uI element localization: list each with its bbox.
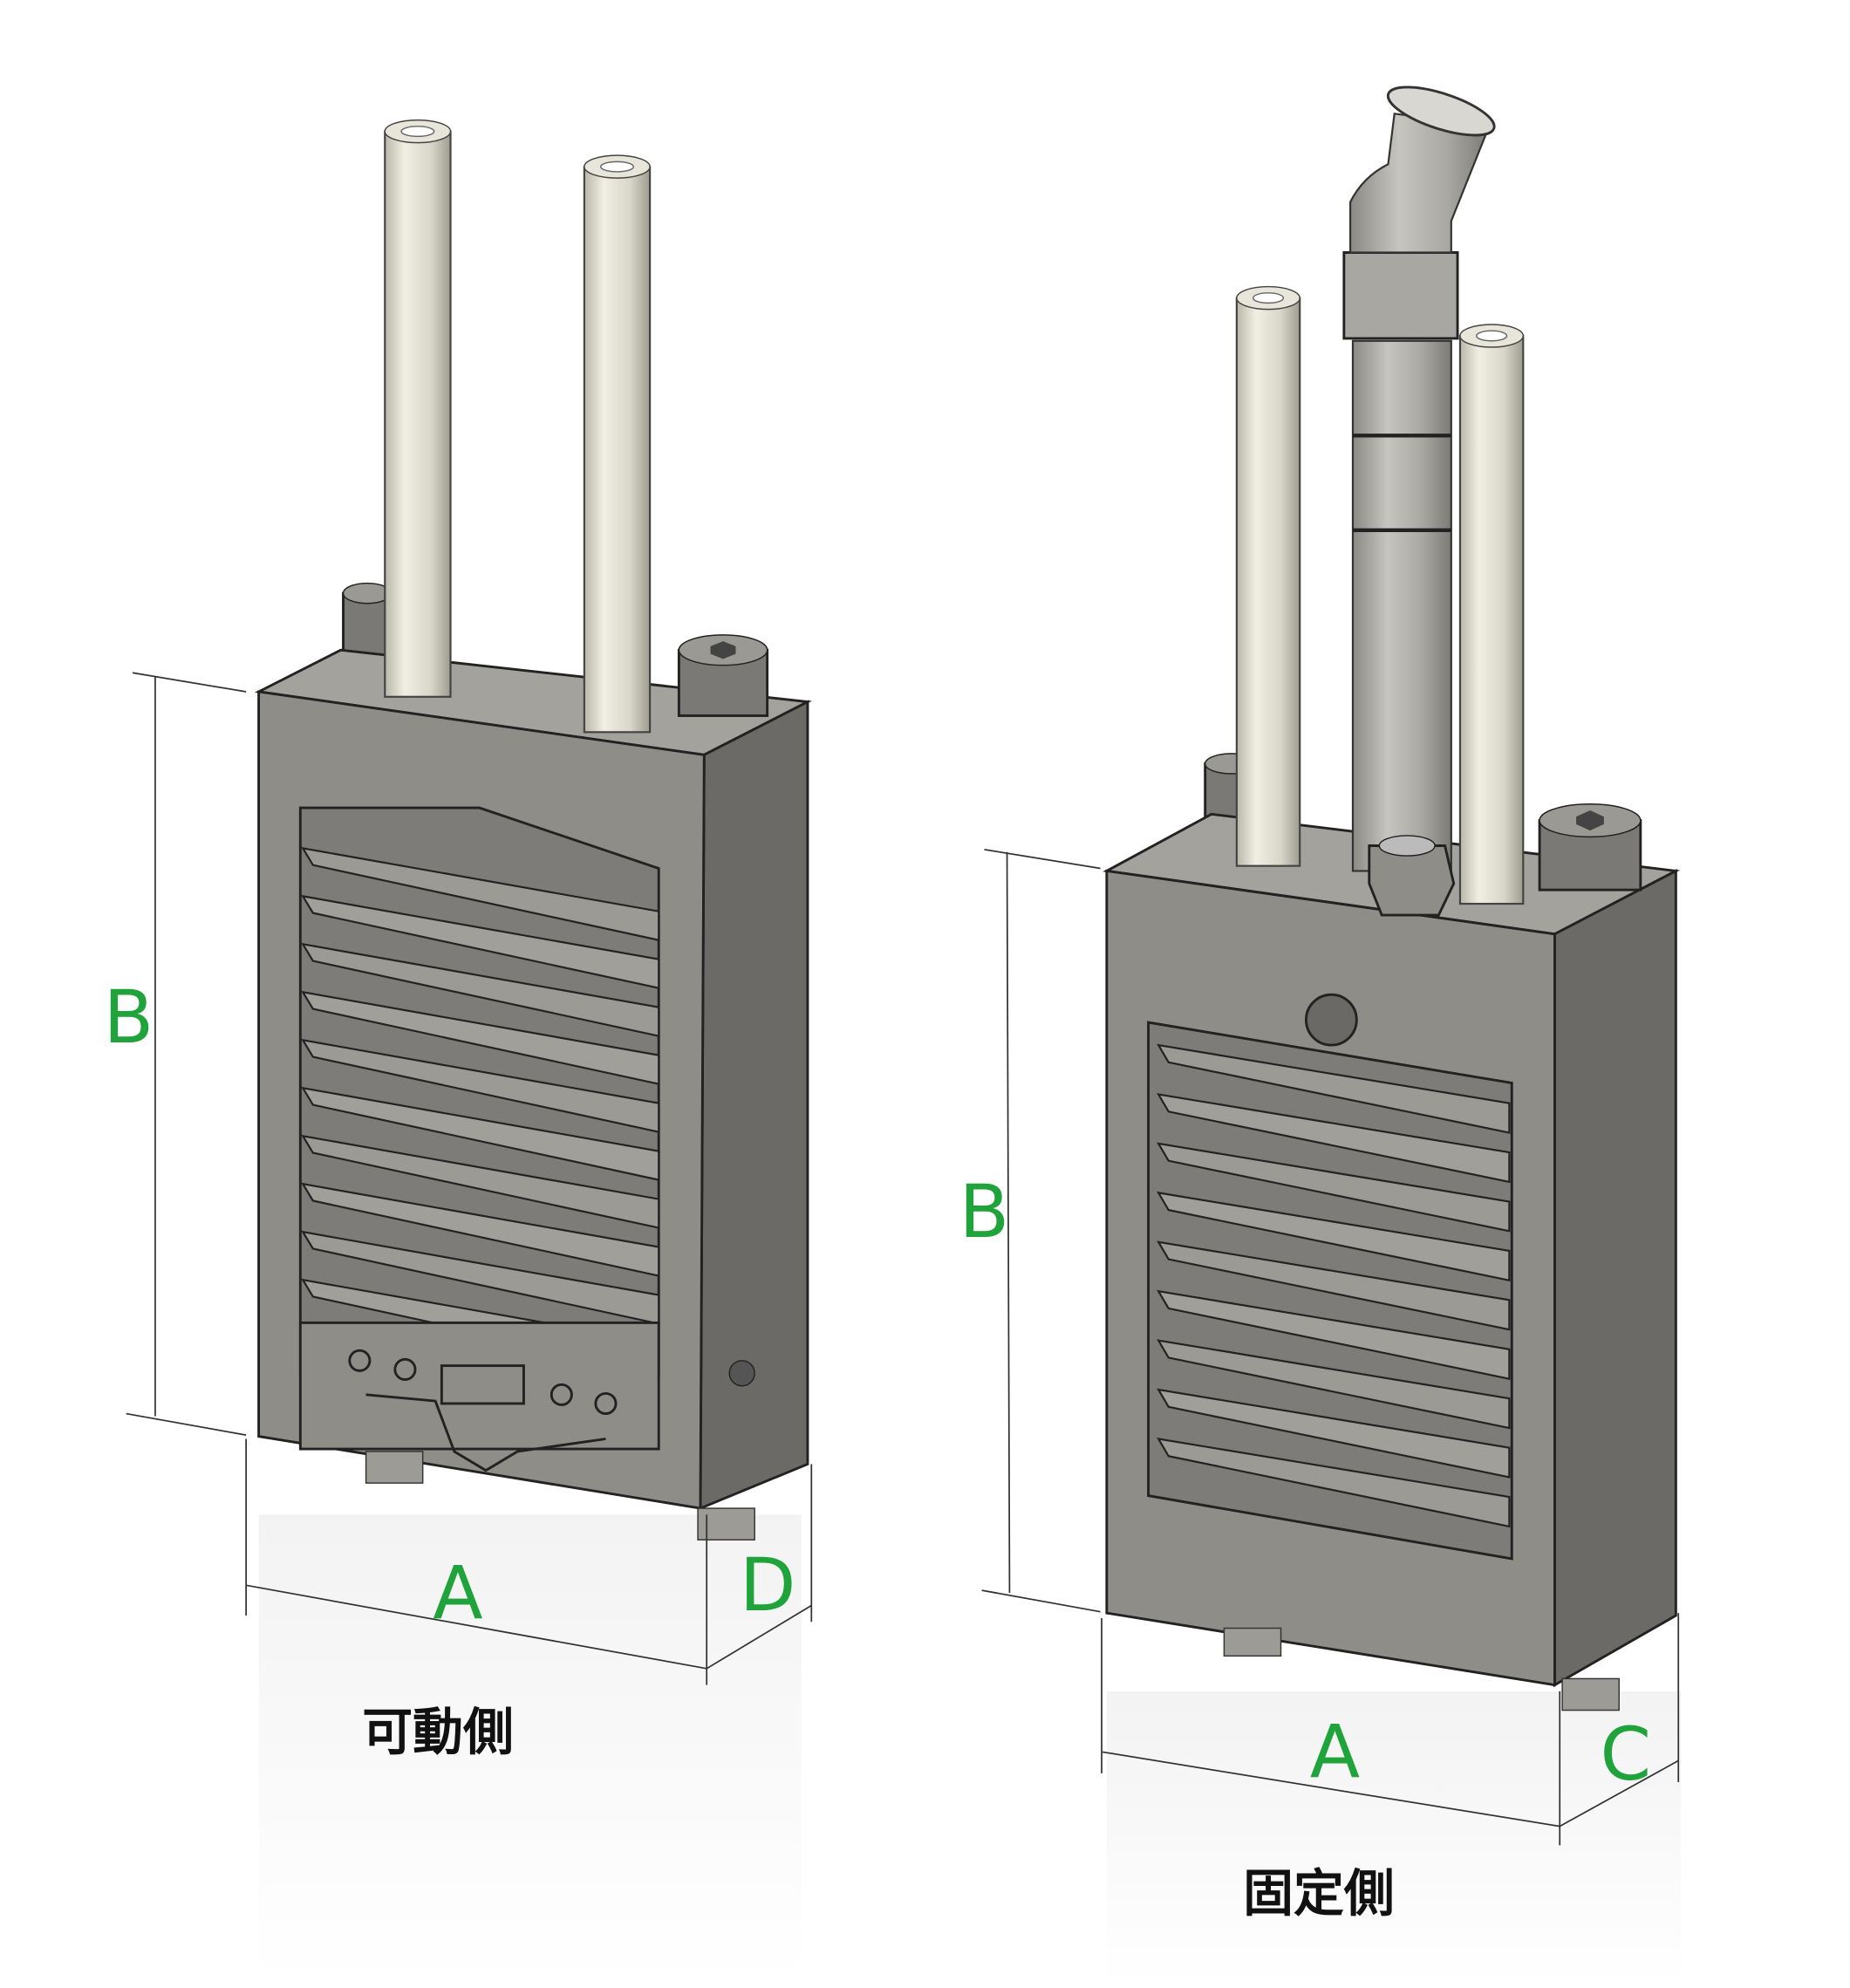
threaded-stud [1561, 1677, 1620, 1711]
cooling-pipe [1235, 285, 1301, 867]
louver-slat [301, 990, 660, 1086]
side-port [728, 1360, 755, 1387]
hex-nut [1368, 844, 1456, 917]
threaded-stud [1223, 1627, 1282, 1657]
caption-moving-side: 可動側 [362, 1702, 514, 1761]
dimension-lines [981, 848, 1680, 1846]
louver-slat [301, 1086, 660, 1181]
socket-bolt-icon [677, 634, 769, 717]
dimension-lines [126, 672, 813, 1685]
louver-slat [1157, 1438, 1511, 1528]
caption-fixed-side: 固定側 [1243, 1864, 1395, 1923]
louver-slat [1157, 1043, 1511, 1134]
louver-slat [1157, 1289, 1511, 1380]
louver-slat [1157, 1388, 1511, 1479]
block-side-face [699, 700, 809, 1511]
ejector-plate [298, 1321, 660, 1451]
louver-slat [1157, 1093, 1511, 1184]
dimension-label-b: B [104, 974, 154, 1060]
dimension-label-a: A [433, 1550, 482, 1636]
dimension-label-d: D [740, 1542, 796, 1628]
louver-slat [301, 1134, 660, 1229]
cooling-pipe [384, 119, 452, 698]
locating-hole [1304, 993, 1358, 1047]
dimension-label-c: C [1601, 1711, 1652, 1797]
dimension-label-a: A [1310, 1709, 1360, 1794]
reflection [1106, 1691, 1682, 1988]
louver-slat [1157, 1240, 1511, 1331]
louver-slat [301, 1182, 660, 1277]
dimension-label-b: B [959, 1169, 1010, 1254]
cooling-pipe [583, 154, 652, 734]
block-side-face [1553, 869, 1677, 1688]
water-tube-fitting [1342, 85, 1496, 917]
fixed-side-part: B A C 固定側 [959, 85, 1682, 1988]
louver-group [301, 846, 660, 1373]
louver-slat [1157, 1339, 1511, 1430]
louver-group [1157, 1043, 1511, 1528]
socket-bolt-icon [1538, 803, 1642, 892]
hex-nut [1342, 251, 1459, 340]
louver-slat [301, 942, 660, 1038]
louver-slat [1157, 1142, 1511, 1233]
ejector-holes [348, 1349, 618, 1472]
cooling-pipe [1458, 324, 1525, 905]
threaded-stud [365, 1451, 424, 1484]
louver-slat [301, 1038, 660, 1133]
moving-side-part: B A D 可動側 [104, 119, 813, 1982]
reflection [258, 1514, 802, 1982]
louver-slat [301, 894, 660, 990]
louver-slat [1157, 1191, 1511, 1282]
louver-slat [301, 846, 660, 942]
